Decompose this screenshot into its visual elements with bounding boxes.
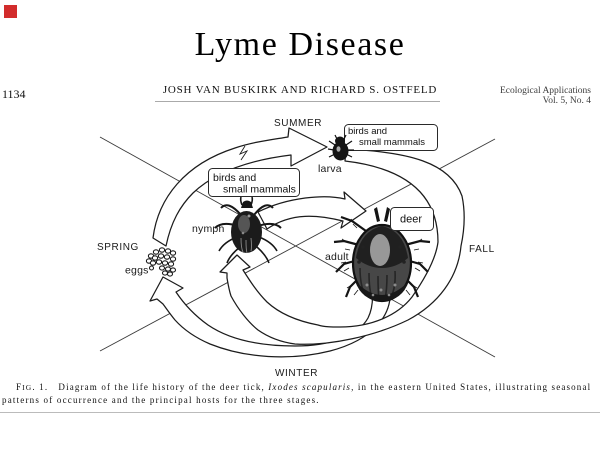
svg-text:birds and: birds and [348, 126, 387, 137]
svg-text:WINTER: WINTER [275, 368, 318, 379]
svg-text:eggs: eggs [125, 265, 149, 277]
svg-text:nymph: nymph [192, 223, 225, 235]
svg-text:adult: adult [325, 251, 349, 263]
svg-text:birds and: birds and [213, 172, 256, 184]
svg-text:small mammals: small mammals [223, 184, 296, 196]
svg-text:SUMMER: SUMMER [274, 118, 322, 129]
svg-text:deer: deer [400, 214, 422, 226]
svg-text:FALL: FALL [469, 244, 495, 255]
svg-text:larva: larva [318, 163, 342, 175]
svg-text:SPRING: SPRING [97, 242, 139, 253]
svg-text:small mammals: small mammals [359, 137, 425, 148]
